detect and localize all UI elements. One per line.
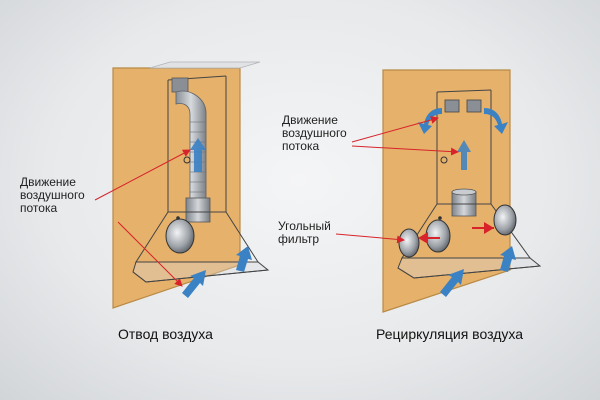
right-duct-arrow-icon bbox=[457, 140, 471, 170]
right-pointer-line-filter bbox=[335, 233, 405, 244]
left-hood-unit bbox=[94, 61, 270, 309]
left-bracket-icon bbox=[183, 156, 191, 164]
right-top-vents bbox=[444, 99, 482, 113]
left-wall-outlet bbox=[171, 77, 189, 93]
right-caption: Рециркуляция воздуха bbox=[376, 326, 523, 342]
left-intake-arrow-2 bbox=[236, 246, 252, 272]
right-exhaust-arrow-left bbox=[418, 108, 442, 134]
left-flow-label: Движение воздушного потока bbox=[20, 175, 85, 215]
left-pointer-line-1 bbox=[94, 149, 191, 201]
right-fan-left-icon bbox=[398, 228, 420, 258]
right-intake-arrow-1 bbox=[440, 269, 464, 297]
left-pointer-line-2 bbox=[117, 221, 183, 287]
left-caption: Отвод воздуха bbox=[118, 326, 213, 342]
right-pointer-line-1 bbox=[351, 116, 439, 143]
left-duct-arrow-icon bbox=[190, 138, 206, 172]
right-fan-right-icon bbox=[493, 204, 517, 236]
left-intake-arrow-1 bbox=[182, 270, 206, 298]
right-flow-label: Движение воздушного потока bbox=[282, 113, 347, 153]
right-intake-arrow-2 bbox=[500, 246, 516, 272]
left-duct-collar bbox=[185, 197, 211, 223]
right-pointer-line-2 bbox=[351, 145, 459, 156]
right-hood-unit bbox=[335, 69, 542, 313]
left-hood-body bbox=[132, 211, 270, 283]
right-fan-center-icon bbox=[425, 219, 451, 253]
left-ceiling bbox=[149, 61, 261, 69]
right-filter-label: Угольный фильтр bbox=[278, 219, 331, 246]
left-fan-icon bbox=[165, 218, 195, 254]
right-bracket-icon bbox=[440, 156, 448, 164]
right-exhaust-arrow-right bbox=[484, 108, 508, 134]
